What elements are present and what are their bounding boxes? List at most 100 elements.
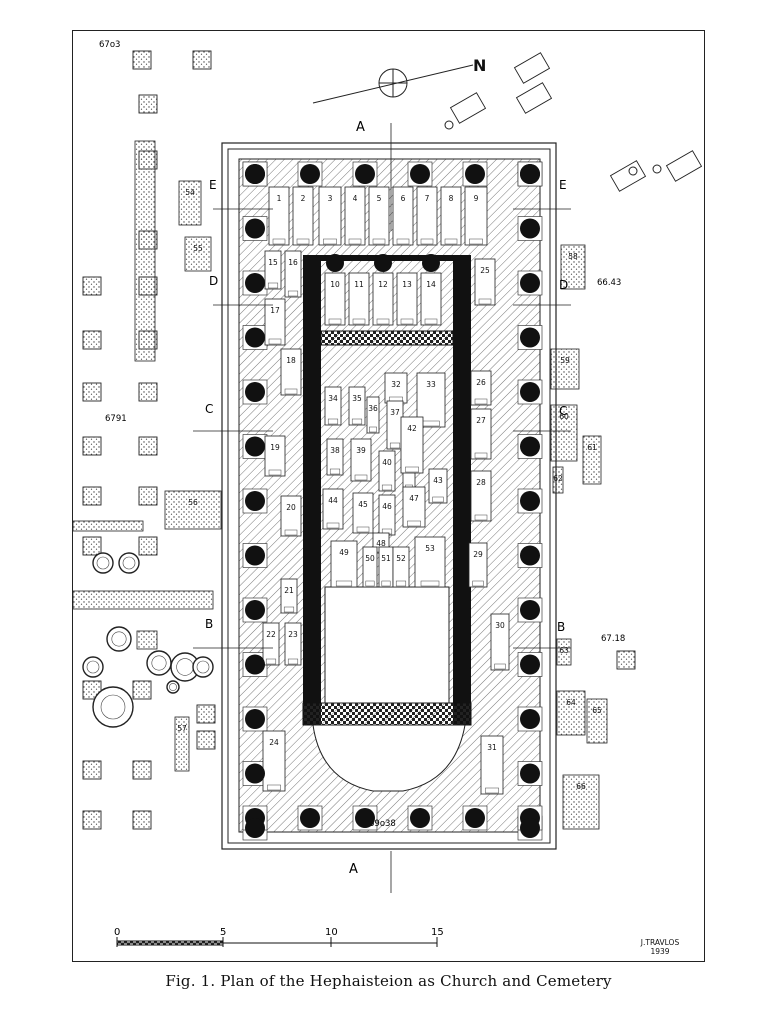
- grave-number: 25: [480, 266, 490, 275]
- grave: 13: [396, 272, 418, 326]
- stone-block: [138, 94, 158, 114]
- grave: 50: [362, 546, 378, 588]
- grave: 32: [384, 372, 408, 404]
- draftsman-signature: J.TRAVLOS 1939: [630, 938, 690, 956]
- column: [422, 254, 440, 272]
- grave-number: 28: [476, 478, 486, 487]
- column: [245, 709, 265, 729]
- grave-number: 47: [409, 494, 419, 503]
- grave: 12: [372, 272, 394, 326]
- grave-number: 61: [587, 443, 597, 452]
- column: [245, 600, 265, 620]
- grave-number: 30: [495, 621, 505, 630]
- grave: 11: [348, 272, 370, 326]
- column: [300, 808, 320, 828]
- grave: 55: [184, 236, 212, 272]
- grave-number: 58: [568, 252, 578, 261]
- elevation-bottom-center: 69o38: [369, 819, 396, 829]
- grave-number: 7: [425, 194, 430, 203]
- circular-feature: [106, 626, 132, 652]
- stone-block: [132, 680, 152, 700]
- grave: 4: [344, 186, 366, 246]
- column: [520, 164, 540, 184]
- grave: 16: [284, 250, 302, 298]
- grave: 36: [366, 396, 380, 434]
- stone-block: [82, 760, 102, 780]
- ruined-wall: [73, 520, 144, 532]
- column: [465, 164, 485, 184]
- cella-wall-right: [453, 255, 471, 725]
- grave-number: 22: [266, 630, 276, 639]
- column: [326, 254, 344, 272]
- grave: 24: [262, 730, 286, 792]
- column: [245, 818, 265, 838]
- column: [520, 545, 540, 566]
- section-e-left: E: [209, 178, 217, 192]
- grave-number: 9: [474, 194, 479, 203]
- stone-block: [82, 436, 102, 456]
- circular-feature-inner: [151, 655, 167, 671]
- grave: 64: [556, 690, 586, 736]
- stone-block: [132, 50, 152, 70]
- column: [245, 545, 265, 566]
- church-apse: [312, 724, 466, 792]
- north-label: N: [473, 56, 486, 75]
- grave: 3: [318, 186, 342, 246]
- grave: 53: [414, 536, 446, 588]
- column: [355, 808, 375, 828]
- grave: 66: [562, 774, 600, 830]
- ruined-wall: [134, 140, 156, 362]
- grave-number: 23: [288, 630, 298, 639]
- cella-wall-left: [303, 255, 321, 725]
- circular-feature-inner: [100, 694, 126, 720]
- section-c-right: C: [559, 404, 567, 418]
- grave: 59: [550, 348, 580, 390]
- grave-number: 10: [330, 280, 340, 289]
- column: [520, 436, 540, 457]
- stone-block: [196, 704, 216, 724]
- grave-number: 46: [382, 502, 392, 511]
- church-nave-floor: [324, 586, 450, 704]
- scale-bar: [116, 937, 438, 947]
- circular-feature: [166, 680, 180, 694]
- column: [245, 273, 265, 293]
- stone-block: [138, 536, 158, 556]
- grave: 23: [284, 622, 302, 666]
- scattered-grave: [513, 52, 551, 84]
- grave-number: 36: [368, 404, 378, 413]
- grave-number: 14: [426, 280, 436, 289]
- column: [520, 491, 540, 511]
- grave: 58: [560, 244, 586, 290]
- north-arrow: [312, 64, 474, 104]
- elevation-top-left: 67o3: [99, 40, 120, 50]
- cella-wall-bottom: [302, 702, 472, 726]
- stone-block: [616, 650, 636, 670]
- section-lines: [193, 123, 571, 893]
- grave: 56: [164, 490, 222, 530]
- grave-number: 15: [268, 258, 278, 267]
- elevation-left-mid: 6791: [105, 414, 127, 424]
- stone-block: [138, 486, 158, 506]
- column: [355, 164, 375, 184]
- grave-number: 53: [425, 544, 435, 553]
- column: [520, 382, 540, 402]
- circular-feature-inner: [122, 556, 136, 570]
- circular-feature: [192, 656, 214, 678]
- grave-number: 24: [269, 738, 279, 747]
- grave-number: 33: [426, 380, 436, 389]
- grave: 2: [292, 186, 314, 246]
- grave: 22: [262, 622, 280, 666]
- grave-number: 31: [487, 743, 497, 752]
- circular-feature: [118, 552, 140, 574]
- marker-circle: [444, 120, 454, 130]
- grave: 28: [470, 470, 492, 522]
- grave-number: 11: [354, 280, 364, 289]
- grave-number: 4: [353, 194, 358, 203]
- grave-number: 48: [376, 539, 386, 548]
- grave: 6: [392, 186, 414, 246]
- column: [410, 808, 430, 828]
- grave: 30: [490, 613, 510, 671]
- stone-block: [82, 382, 102, 402]
